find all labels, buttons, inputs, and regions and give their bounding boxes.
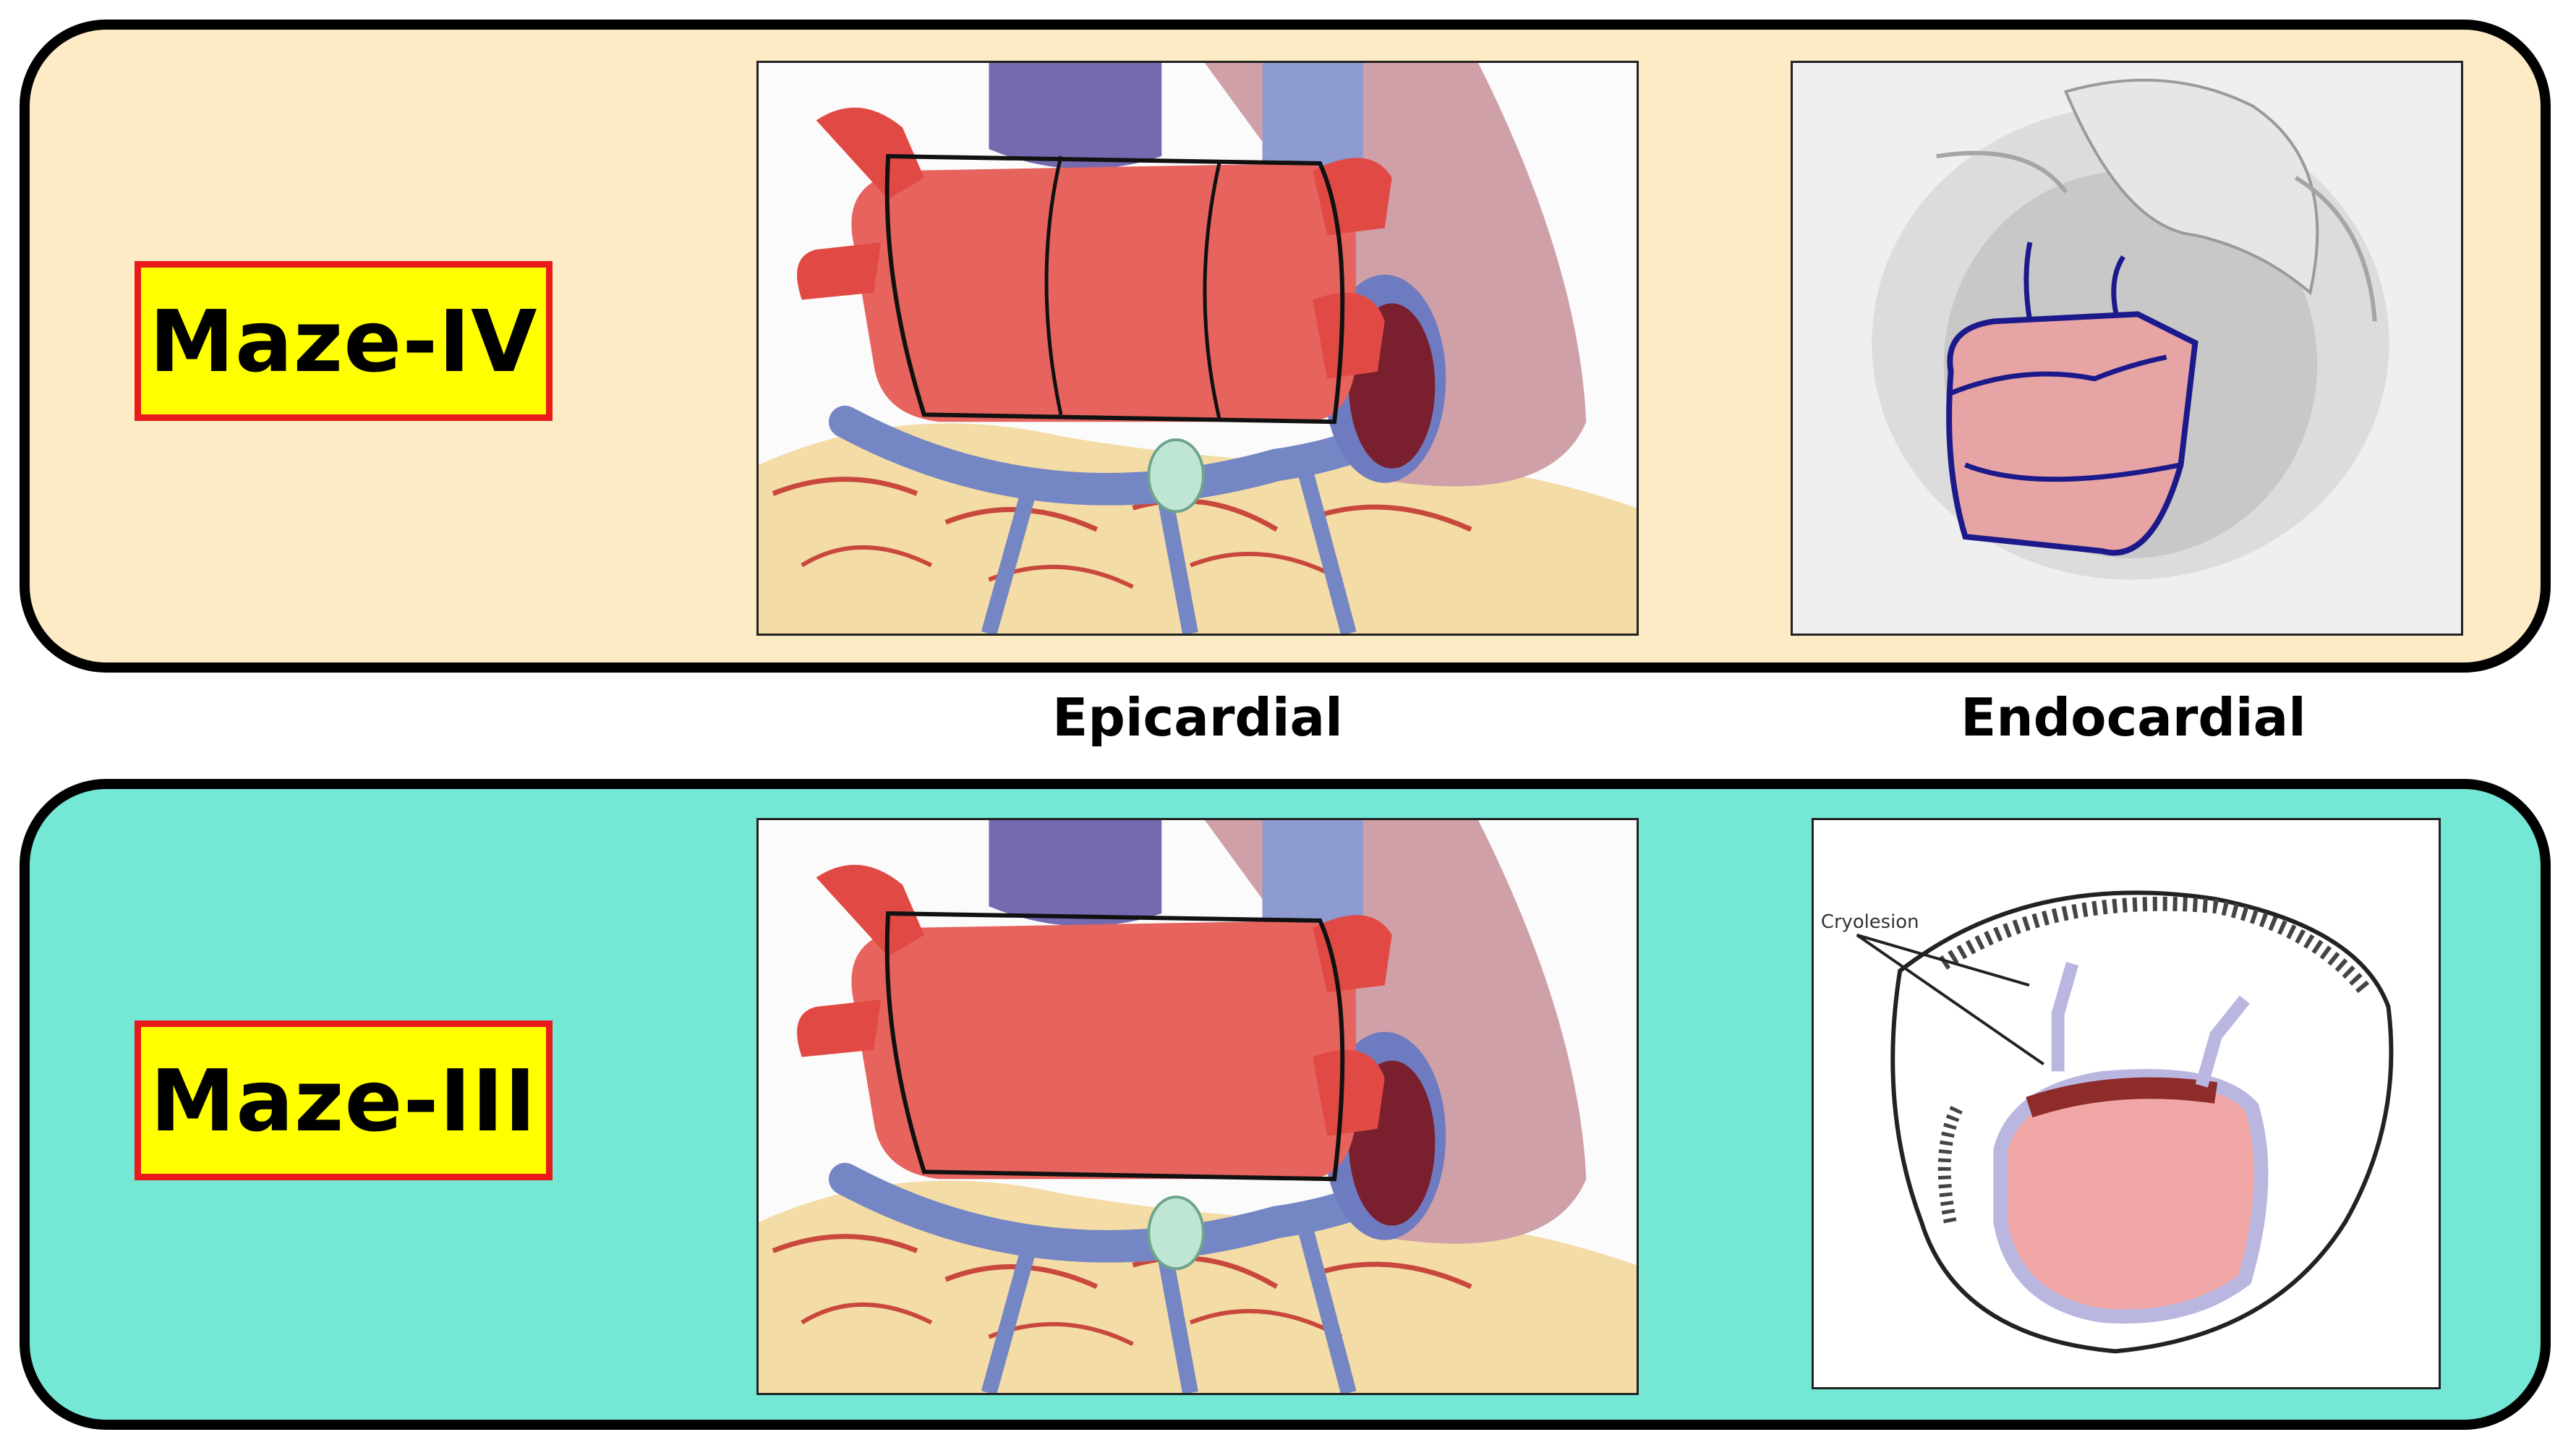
epicardial-caption: Epicardial [1052,687,1343,748]
maze-iv-epicardial-image [756,61,1639,636]
endocardial-caption: Endocardial [1961,687,2306,748]
maze-iv-label: Maze-IV [149,291,538,391]
maze-iii-label-box: Maze-III [135,1020,553,1180]
cryolesion-annotation: Cryolesion [1821,911,1919,933]
maze-iv-endocardial-image [1791,61,2463,636]
maze-iii-epicardial-image [756,818,1639,1395]
maze-iii-endocardial-image: Cryolesion [1812,818,2441,1389]
maze-iii-label: Maze-III [150,1050,537,1151]
maze-iv-label-box: Maze-IV [135,261,553,421]
